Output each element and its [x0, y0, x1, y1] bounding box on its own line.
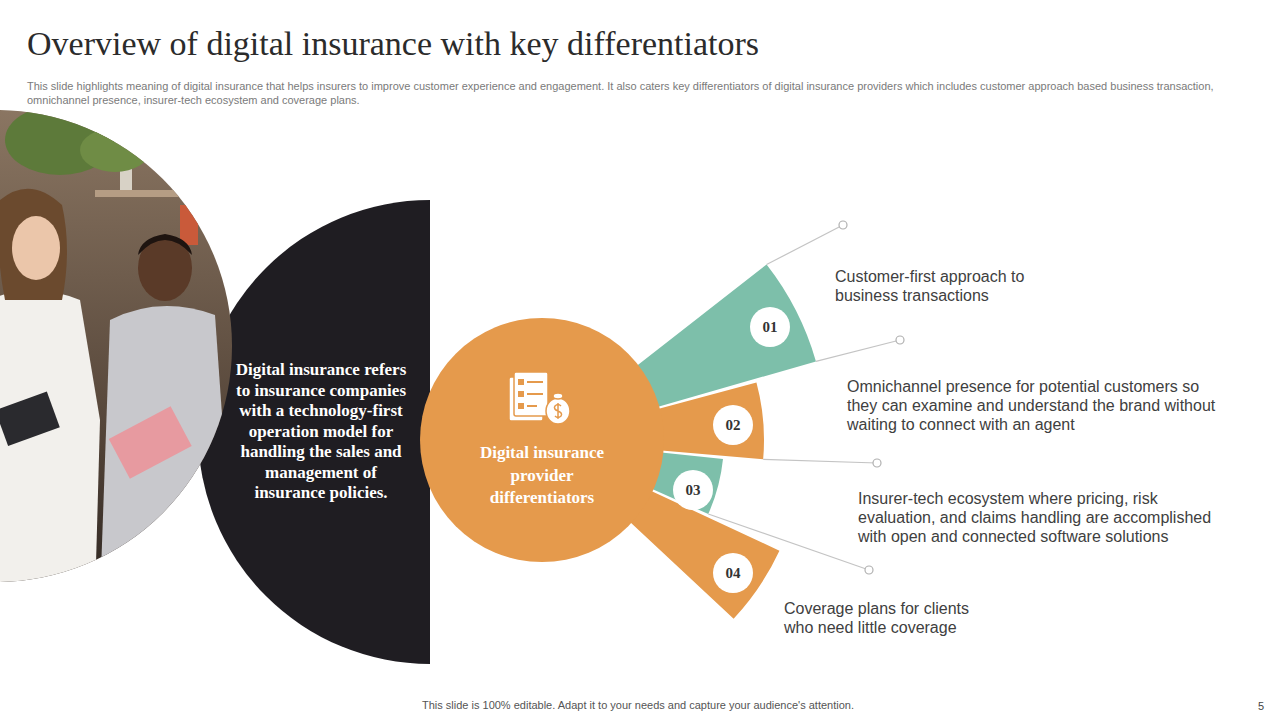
- icon-bag-knot: [553, 393, 563, 399]
- differentiator-text: Insurer-tech ecosystem where pricing, ri…: [858, 489, 1224, 546]
- slide-subtitle: This slide highlights meaning of digital…: [27, 79, 1227, 107]
- definition-halfcircle: Digital insurance refers to insurance co…: [198, 200, 430, 664]
- leader-dot: [873, 459, 881, 467]
- center-circle: Digital insurance provider differentiato…: [420, 318, 664, 562]
- differentiator-text: Omnichannel presence for potential custo…: [847, 377, 1229, 434]
- node-text: Digital insurance provider differentiato…: [462, 442, 622, 510]
- leader-line: [816, 340, 900, 361]
- icon-check: [518, 379, 524, 385]
- man-face: [138, 235, 192, 301]
- leader-dot: [865, 566, 873, 574]
- icon-line: [527, 393, 543, 395]
- icon-line: [527, 405, 537, 407]
- callout-number-circle: 01: [750, 307, 790, 347]
- photo-ground: [0, 100, 240, 600]
- callout-number: 02: [713, 416, 753, 434]
- callout-number-circle: 04: [713, 553, 753, 593]
- node-text: Digital insurance refers to insurance co…: [234, 360, 408, 504]
- vase: [120, 160, 132, 190]
- document-money-icon: [509, 372, 570, 424]
- man-hair: [138, 234, 192, 255]
- icon-check: [518, 403, 524, 409]
- people-photo: [0, 100, 240, 600]
- woman-face: [12, 216, 60, 280]
- tablet: [0, 392, 60, 447]
- leader-line: [763, 459, 877, 463]
- footer-note: This slide is 100% editable. Adapt it to…: [0, 698, 1276, 712]
- callout-number: 03: [673, 481, 713, 499]
- icon-sheet: [514, 372, 548, 416]
- wedge: [630, 491, 780, 619]
- slide-title: Overview of digital insurance with key d…: [27, 24, 759, 64]
- icon-sheet: [509, 377, 543, 421]
- man-shirt: [100, 306, 235, 600]
- leader-dot: [896, 336, 904, 344]
- pink-notebook: [109, 406, 192, 479]
- icon-bag: [546, 398, 570, 424]
- woman-hair: [0, 189, 67, 300]
- plant: [80, 128, 150, 172]
- leader-line: [767, 225, 843, 265]
- icon-line: [527, 381, 543, 383]
- callout-number-circle: 03: [673, 470, 713, 510]
- woman-blouse: [0, 290, 100, 600]
- callout-number: 04: [713, 564, 753, 582]
- plant: [5, 105, 115, 175]
- page-number: 5: [1240, 699, 1264, 713]
- shelf-item: [180, 205, 198, 245]
- halfcircle-fill: [198, 200, 430, 664]
- callout-number: 01: [750, 318, 790, 336]
- wedge: [658, 383, 764, 460]
- icon-dollar: [554, 403, 561, 419]
- leader-dot: [839, 221, 847, 229]
- differentiator-text: Coverage plans for clients who need litt…: [784, 599, 989, 637]
- icon-check: [518, 391, 524, 397]
- wedge: [637, 265, 816, 407]
- differentiator-text: Customer-first approach to business tran…: [835, 267, 1050, 305]
- callout-number-circle: 02: [713, 405, 753, 445]
- shelf: [95, 190, 235, 197]
